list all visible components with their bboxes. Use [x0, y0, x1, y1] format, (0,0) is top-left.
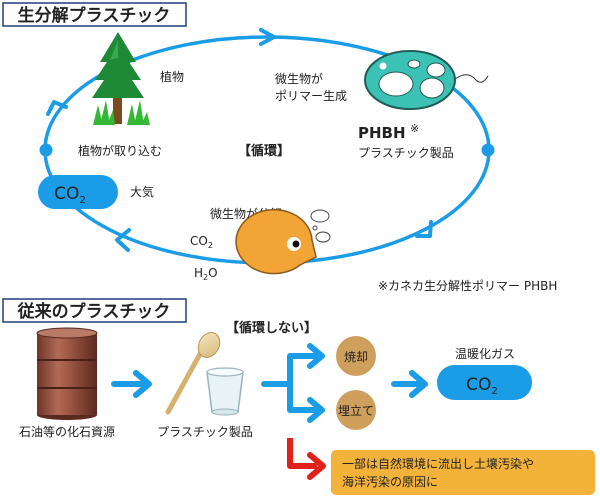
pollution-line1: 一部は自然環境に流出し土壌汚染や: [342, 456, 534, 471]
incinerate-label: 焼却: [344, 350, 368, 364]
out-co2-label: CO2: [190, 234, 213, 250]
incinerate-circle: 焼却: [336, 336, 376, 376]
greenhouse-label: 温暖化ガス: [455, 347, 515, 361]
cycle-node-right: [481, 143, 495, 157]
phbh-footnote: ※カネカ生分解性ポリマー PHBH: [378, 279, 557, 293]
co2-bubble-text: CO2: [54, 184, 86, 206]
cycle-arrow-top: [259, 28, 276, 46]
red-arrow-head: [307, 452, 326, 480]
phbh-label: PHBH: [358, 124, 406, 142]
bottom-title-box: 従来のプラスチック: [2, 298, 187, 323]
greenhouse-co2-text: CO2: [466, 375, 498, 397]
cycle-arrow-bottom-left: [115, 228, 131, 252]
top-title-box: 生分解プラスチック: [2, 2, 187, 27]
no-cycle-label: 【循環しない】: [226, 320, 317, 336]
cycle-node-left: [39, 143, 53, 157]
bottom-section-title: 従来のプラスチック: [17, 301, 171, 322]
microbe-make-line2: ポリマー生成: [275, 89, 347, 103]
arrow-to-incinerate: [307, 343, 325, 369]
tree-icon: [92, 32, 150, 125]
arrow-to-greenhouse: [391, 370, 428, 398]
plant-absorb-label: 植物が取り込む: [78, 143, 162, 158]
greenhouse-co2-bubble: CO2: [437, 365, 532, 400]
plant-label: 植物: [160, 69, 184, 84]
oil-label: 石油等の化石資源: [19, 425, 115, 439]
out-h2o-label: H2O: [194, 266, 218, 282]
red-arrow: [287, 438, 317, 469]
atmosphere-label: 大気: [130, 184, 154, 199]
spoon-icon: [165, 332, 221, 415]
cup-icon: [206, 367, 244, 416]
pollution-line2: 海洋汚染の原因に: [342, 474, 438, 489]
branch-arrows: [261, 353, 321, 413]
landfill-label: 埋立て: [338, 403, 374, 418]
microbe-icon: [364, 50, 489, 110]
cycle-label: 【循環】: [238, 143, 290, 159]
phbh-products-label: プラスチック製品: [358, 146, 454, 160]
pollution-box: 一部は自然環境に流出し土壌汚染や 海洋汚染の原因に: [331, 450, 595, 495]
microbe-make-line1: 微生物が: [275, 71, 323, 86]
arrow-oil-to-plastic: [111, 370, 152, 398]
plastic-product-label: プラスチック製品: [157, 425, 253, 439]
arrow-to-landfill: [307, 397, 325, 423]
atmosphere-co2-bubble: CO2: [38, 175, 118, 209]
landfill-circle: 埋立て: [336, 390, 376, 430]
top-section-title: 生分解プラスチック: [18, 5, 171, 26]
cycle-arrow-left: [46, 100, 68, 116]
pacman-microbe-icon: [235, 208, 317, 275]
cycle-arrow-bottom-right: [415, 220, 433, 238]
speech-bubbles: [310, 209, 331, 243]
phbh-footnote-mark: ※: [410, 122, 419, 135]
oil-drum-icon: [36, 327, 98, 420]
